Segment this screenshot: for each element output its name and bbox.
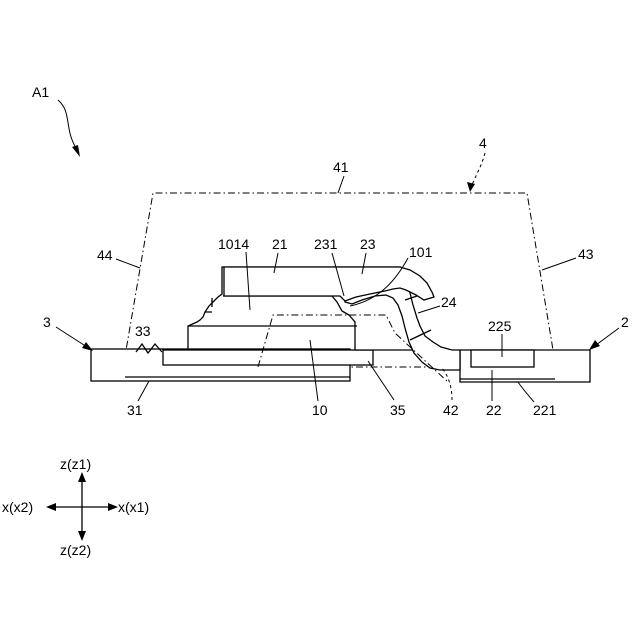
leader-3: [56, 327, 87, 347]
leader-44: [116, 259, 140, 268]
axis-label-left: x(x2): [2, 499, 33, 515]
leader-4-arrow: [467, 182, 475, 192]
assembly-arrow-head: [72, 145, 80, 157]
leader-4: [472, 153, 485, 185]
label-31: 31: [127, 402, 143, 418]
axis-right-arrow: [108, 503, 118, 511]
axis-label-up: z(z1): [60, 456, 91, 472]
label-2: 2: [621, 314, 629, 330]
label-231: 231: [314, 236, 338, 252]
leader-3-arrow: [82, 342, 93, 351]
label-4: 4: [479, 135, 487, 151]
leader-31: [138, 381, 149, 401]
leader-24: [418, 306, 440, 313]
label-3: 3: [43, 314, 51, 330]
bonding-layer-35: [163, 350, 373, 365]
leader-2-arrow: [589, 340, 600, 350]
label-24: 24: [441, 294, 457, 310]
label-43: 43: [578, 246, 594, 262]
leader-2: [596, 328, 619, 345]
label-35: 35: [390, 402, 406, 418]
label-41: 41: [333, 159, 349, 175]
label-225: 225: [488, 318, 512, 334]
label-assembly: A1: [32, 84, 49, 100]
axis-label-right: x(x1): [118, 499, 149, 515]
axis-up-arrow: [78, 472, 86, 482]
label-101: 101: [409, 244, 433, 260]
label-221: 221: [533, 402, 557, 418]
label-23: 23: [360, 236, 376, 252]
label-33: 33: [135, 323, 151, 339]
axis-left-arrow: [46, 503, 56, 511]
label-10: 10: [312, 402, 328, 418]
axis-down-arrow: [78, 531, 86, 541]
label-44: 44: [97, 247, 113, 263]
label-1014: 1014: [218, 236, 249, 252]
leader-43: [542, 258, 576, 270]
leader-42: [442, 368, 452, 400]
leader-221: [518, 382, 534, 402]
label-21: 21: [272, 236, 288, 252]
assembly-curved-arrow: [58, 100, 76, 148]
label-42: 42: [443, 402, 459, 418]
axis-label-down: z(z2): [60, 542, 91, 558]
leader-41: [338, 176, 344, 193]
label-22: 22: [486, 402, 502, 418]
